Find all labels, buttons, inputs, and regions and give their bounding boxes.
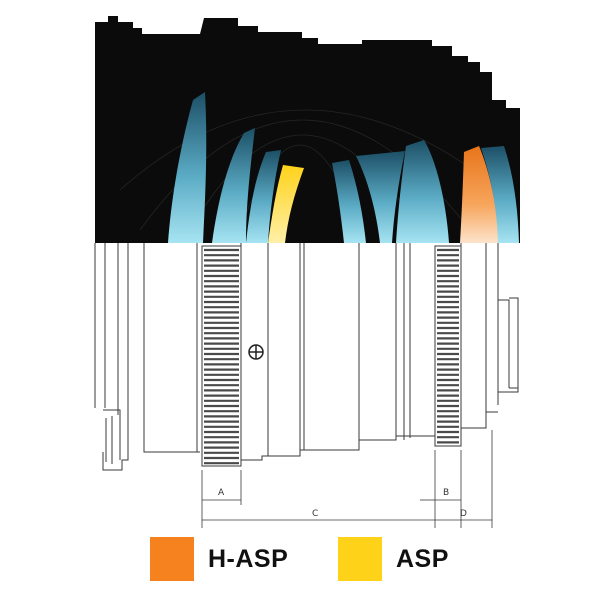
asp-swatch [338, 537, 382, 581]
legend-label-h-asp: H-ASP [208, 544, 289, 573]
dimension-label-d: D [460, 509, 467, 519]
aperture-ring-knurl [434, 245, 462, 447]
lens-element-2 [212, 128, 255, 243]
lens-element-7 [481, 146, 519, 243]
lens-element-1 [168, 92, 207, 243]
legend-item-h-asp: H-ASP [150, 537, 288, 581]
dimension-label-c: C [312, 509, 318, 519]
focus-ring-knurl [201, 245, 242, 467]
dimension-label-b: B [443, 488, 449, 498]
lens-element-4 [332, 160, 366, 243]
dimension-label-a: A [218, 488, 225, 498]
legend-item-asp: ASP [338, 537, 449, 581]
lens-element-asp [268, 165, 304, 243]
dimension-lines [201, 430, 493, 528]
legend-label-asp: ASP [396, 544, 449, 573]
h-asp-swatch [150, 537, 194, 581]
lens-element-3 [246, 150, 281, 243]
lens-element-5 [356, 151, 405, 243]
lens-elements [168, 92, 519, 243]
lens-element-h-asp [460, 146, 500, 243]
lens-element-6 [396, 140, 449, 243]
cutaway-silhouette [95, 16, 520, 243]
screw-icon [248, 344, 264, 360]
